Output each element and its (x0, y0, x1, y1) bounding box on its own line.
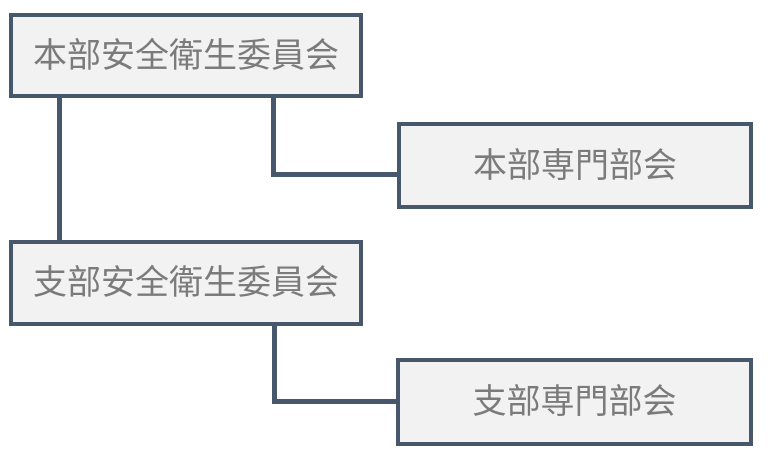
connector-hq-to-hq-subcommittee-vertical (271, 98, 276, 177)
org-box-branch-safety-committee: 支部安全衛生委員会 (9, 240, 363, 326)
org-box-hq-subcommittee-label: 本部専門部会 (473, 146, 677, 185)
org-box-hq-safety-committee-label: 本部安全衛生委員会 (33, 36, 339, 75)
org-box-branch-subcommittee: 支部専門部会 (396, 358, 753, 446)
org-box-branch-safety-committee-label: 支部安全衛生委員会 (33, 264, 339, 302)
org-box-hq-subcommittee: 本部専門部会 (397, 122, 753, 209)
org-box-hq-safety-committee: 本部安全衛生委員会 (9, 13, 363, 98)
connector-branch-to-branch-subcommittee-horizontal (272, 399, 396, 404)
connector-branch-to-branch-subcommittee-vertical (272, 326, 277, 404)
org-box-branch-subcommittee-label: 支部専門部会 (472, 383, 677, 421)
connector-hq-to-hq-subcommittee-horizontal (271, 172, 397, 177)
connector-hq-to-branch-committee (57, 98, 62, 240)
